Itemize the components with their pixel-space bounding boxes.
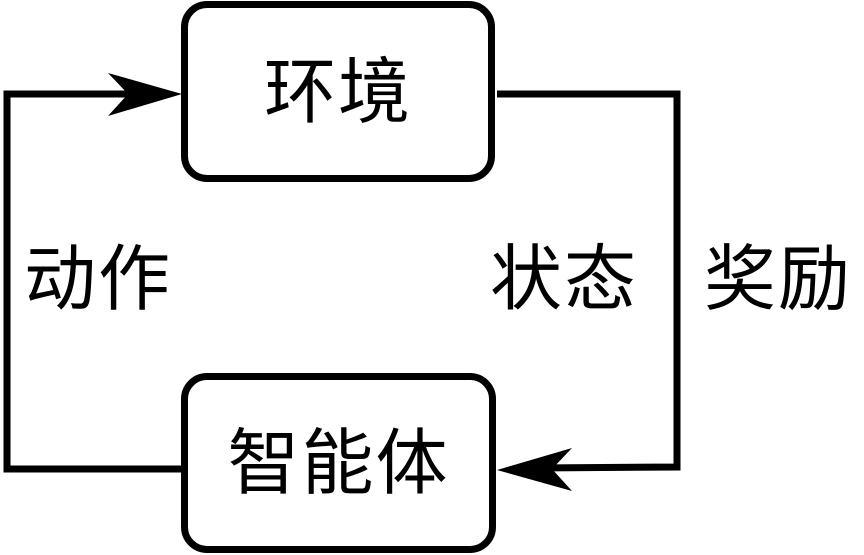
state-reward-arrowhead-icon [497,448,572,491]
action-edge [3,90,184,473]
state-label: 状态 [490,237,639,321]
environment-label: 环境 [263,49,412,134]
action-arrowhead-icon [108,73,182,116]
state-reward-edge [497,90,681,472]
reward-label: 奖励 [704,237,853,321]
environment-node: 环境 [181,1,495,182]
agent-node: 智能体 [181,373,496,553]
agent-label: 智能体 [227,421,450,505]
action-label: 动作 [24,237,173,321]
